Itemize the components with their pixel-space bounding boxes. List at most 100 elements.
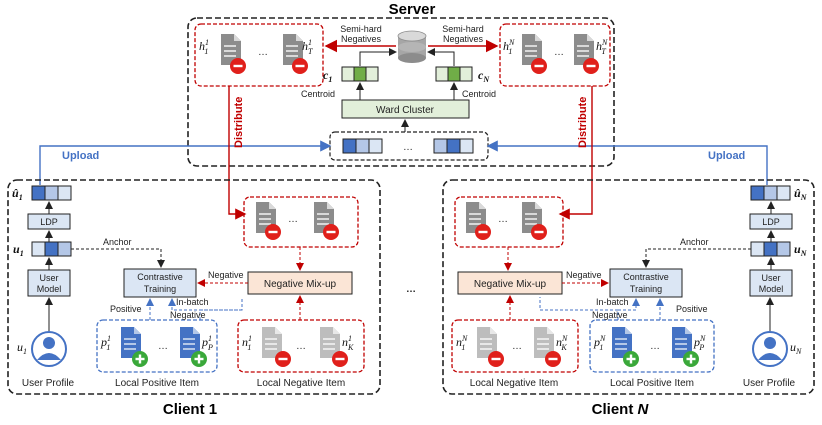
negative-mixup-label-1: Negative Mix-up	[264, 279, 337, 290]
in-batch-label-1b: Negative	[170, 310, 206, 320]
user-model-label-1b: Model	[37, 284, 62, 294]
server-negatives-box-1	[194, 23, 324, 87]
user-profile-icon	[752, 331, 788, 367]
positive-label-1: Positive	[110, 304, 142, 314]
ellipsis: …	[288, 214, 298, 225]
u-hat-1-label: û1	[12, 186, 23, 202]
centroid-db-arrow-N	[427, 48, 455, 66]
u-N-profile-label: uN	[790, 340, 802, 356]
centroid-vector-1	[341, 66, 379, 82]
contrastive-label-Na: Contrastive	[623, 272, 669, 282]
ellipsis: …	[296, 341, 306, 352]
local-negative-label-1: Local Negative Item	[257, 378, 345, 389]
user-model-label-Na: User	[761, 273, 780, 283]
client-1-received-negatives-box	[243, 196, 359, 248]
user-profile-icon	[31, 331, 67, 367]
server-title: Server	[389, 1, 436, 18]
ward-cluster-box	[341, 99, 470, 119]
ldp-label-N: LDP	[762, 217, 780, 227]
doc-icon	[314, 202, 339, 240]
u-hat-N-label: ûN	[794, 186, 808, 202]
ellipsis: …	[403, 142, 413, 153]
doc-icon	[256, 202, 281, 240]
upload-label-N: Upload	[708, 150, 745, 162]
distribute-line-N	[558, 86, 593, 220]
anchor-label-N: Anchor	[680, 237, 709, 247]
contrastive-label-1a: Contrastive	[137, 272, 183, 282]
local-negative-label-N: Local Negative Item	[470, 378, 558, 389]
contrastive-training-box-N	[609, 268, 683, 298]
server-box	[187, 17, 615, 167]
distribute-label-N: Distribute	[577, 97, 589, 148]
local-positive-label-N: Local Positive Item	[610, 378, 694, 389]
upload-line-N	[486, 140, 768, 185]
server-negatives-box-N	[499, 23, 611, 87]
u-1-profile-label: u1	[17, 340, 27, 356]
doc-icon	[466, 202, 491, 240]
u-N-vector	[750, 241, 791, 257]
ellipsis: …	[498, 214, 508, 225]
database-icon	[397, 30, 427, 63]
upload-label-1: Upload	[62, 150, 99, 162]
positive-label-N: Positive	[676, 304, 708, 314]
ward-cluster-label: Ward Cluster	[376, 105, 435, 116]
doc-icon	[477, 327, 504, 367]
u-1-label: u1	[13, 242, 24, 258]
distribute-line-1	[228, 86, 247, 220]
anchor-label-1: Anchor	[103, 237, 132, 247]
anchor-line-N	[642, 248, 751, 268]
in-batch-line-Na	[539, 297, 619, 320]
client-1-box	[7, 179, 381, 395]
centroid-db-arrow-1	[359, 48, 397, 66]
client-1-title: Client 1	[163, 401, 217, 418]
local-negative-box-1	[237, 319, 365, 373]
semi-hard-label-left-1: Semi-hard	[340, 24, 382, 34]
doc-icon	[221, 34, 246, 74]
centroid-label-left: Centroid	[301, 89, 335, 99]
anchor-line-1	[71, 248, 165, 268]
local-positive-box-1	[96, 319, 218, 373]
user-profile-label-N: User Profile	[743, 378, 796, 389]
user-model-label-Nb: Model	[759, 284, 784, 294]
centroid-label-right: Centroid	[462, 89, 496, 99]
local-negative-box-N	[451, 319, 579, 373]
embedding-vector	[433, 138, 474, 154]
doc-icon	[522, 34, 547, 74]
doc-icon	[262, 327, 291, 367]
in-batch-line-Nb	[618, 298, 640, 311]
u-hat-N-vector	[750, 185, 791, 201]
user-model-box-1	[27, 269, 71, 297]
semi-hard-label-right-2: Negatives	[443, 34, 484, 44]
negative-label-1: Negative	[208, 270, 244, 280]
c-N-label: cN	[478, 68, 490, 84]
negative-mixup-label-N: Negative Mix-up	[474, 279, 547, 290]
local-positive-box-N	[589, 319, 715, 373]
ellipsis: …	[554, 47, 564, 58]
in-batch-label-Na: In-batch	[596, 297, 629, 307]
client-N-box	[442, 179, 815, 395]
ldp-label-1: LDP	[40, 217, 58, 227]
user-model-label-1a: User	[39, 273, 58, 283]
c-1-label: c1	[323, 68, 332, 84]
doc-icon	[612, 327, 639, 367]
ellipsis: …	[650, 341, 660, 352]
upload-line-1	[39, 140, 332, 185]
u-1-vector	[31, 241, 72, 257]
distribute-label-1: Distribute	[233, 97, 245, 148]
contrastive-training-box-1	[123, 268, 197, 298]
local-positive-label-1: Local Positive Item	[115, 378, 199, 389]
semi-hard-label-right-1: Semi-hard	[442, 24, 484, 34]
contrastive-label-Nb: Training	[630, 284, 662, 294]
